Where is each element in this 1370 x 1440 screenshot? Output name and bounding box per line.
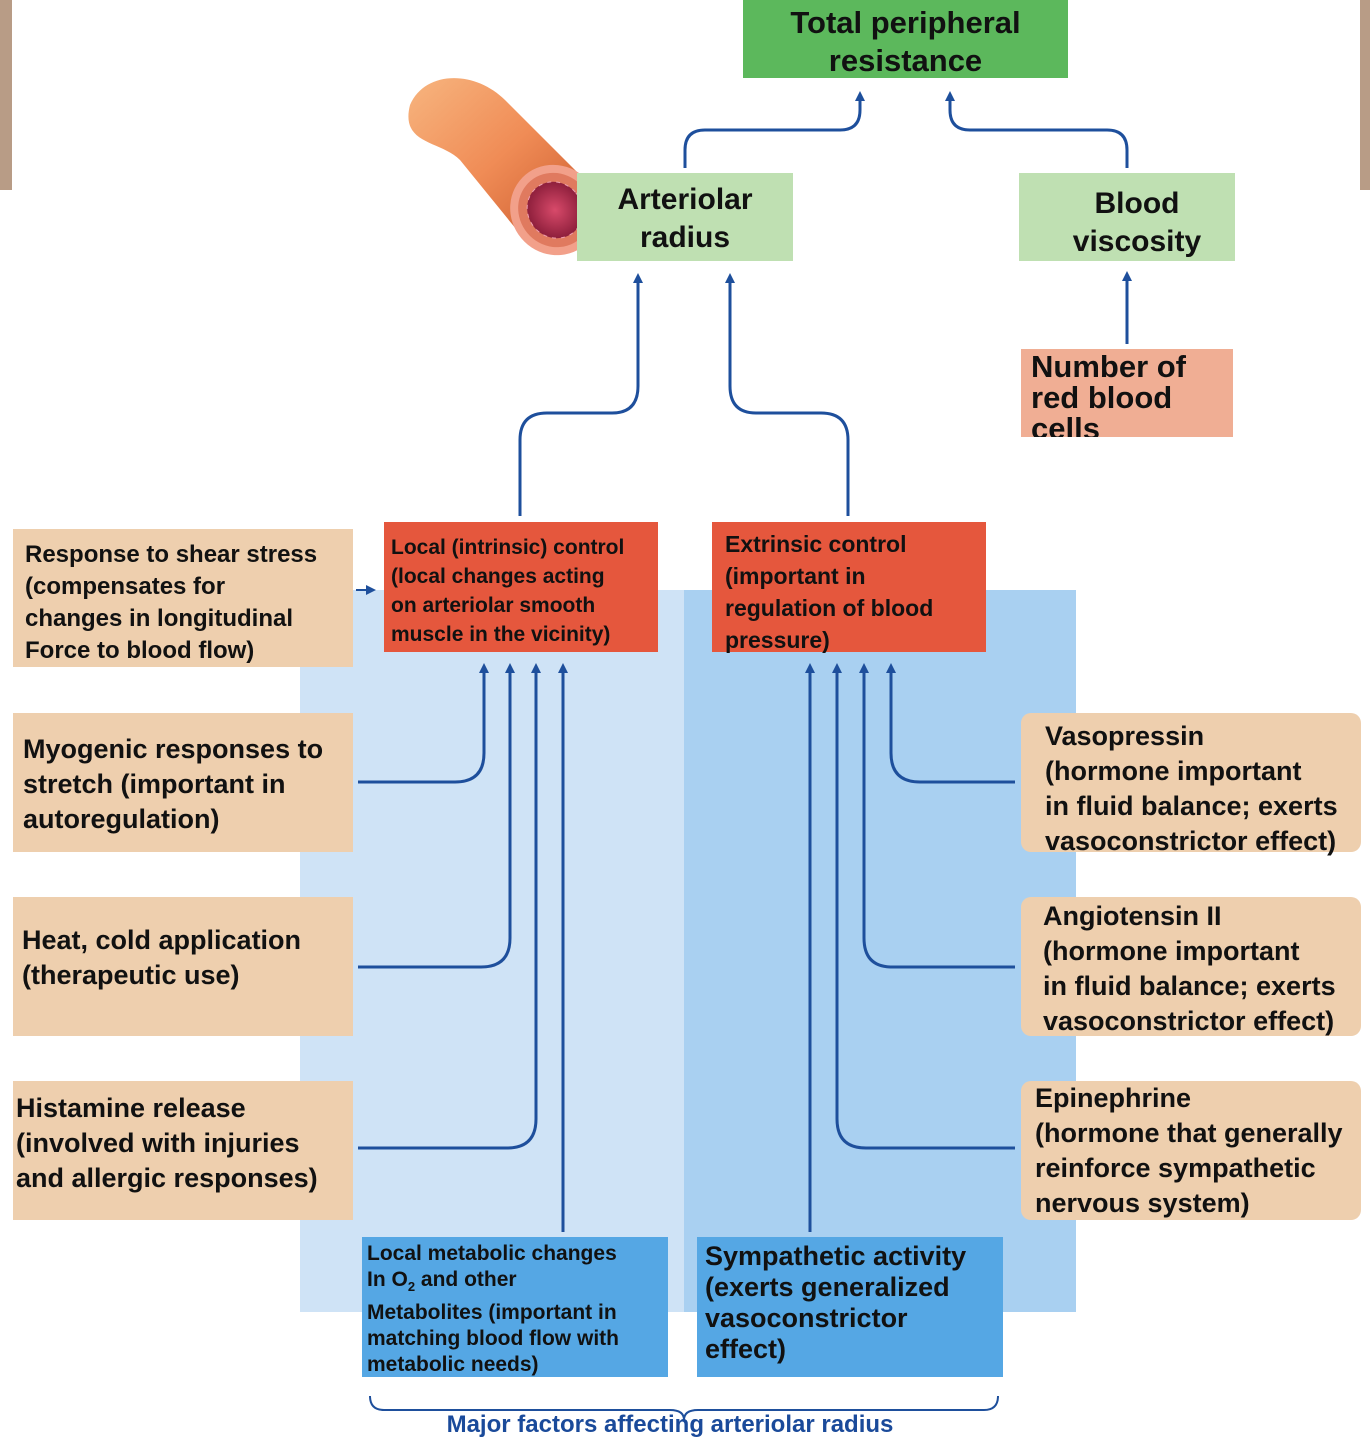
blood-viscosity-box: Blood viscosity (1019, 173, 1235, 261)
extrinsic-control-box: Extrinsic control (important in regulati… (712, 522, 986, 653)
red-blood-cells-box: Number of red blood cells (1021, 349, 1233, 437)
arteriolar-radius-box: Arteriolar radius (577, 173, 793, 261)
metabolic-rest: Metabolites (important in matching blood… (367, 1301, 619, 1377)
total-peripheral-resistance-box: Total peripheral resistance (743, 0, 1068, 78)
shear-stress-box: Response to shear stress (compensates fo… (13, 529, 353, 667)
vasopressin-box: Vasopressin (hormone important in fluid … (1021, 713, 1361, 856)
extrinsic-panel (684, 590, 1076, 1312)
metabolic-line-2: In O2 and other (367, 1268, 517, 1295)
left-edge-bar (0, 0, 12, 190)
histamine-box: Histamine release (involved with injurie… (13, 1081, 353, 1220)
sympathetic-activity-box: Sympathetic activity (exerts generalized… (697, 1237, 1003, 1377)
metabolic-line-1: Local metabolic changes (367, 1242, 617, 1265)
epinephrine-box: Epinephrine (hormone that generally rein… (1021, 1081, 1361, 1220)
caption: Major factors affecting arteriolar radiu… (446, 1411, 894, 1438)
local-panel (300, 590, 684, 1312)
myogenic-box: Myogenic responses to stretch (important… (13, 713, 353, 852)
heat-cold-box: Heat, cold application (therapeutic use) (13, 897, 353, 1036)
metabolic-changes-box: Local metabolic changes In O2 and other … (362, 1237, 668, 1377)
right-edge-bar (1360, 0, 1370, 190)
angiotensin-box: Angiotensin II (hormone important in flu… (1021, 897, 1361, 1036)
local-control-box: Local (intrinsic) control (local changes… (384, 522, 658, 652)
